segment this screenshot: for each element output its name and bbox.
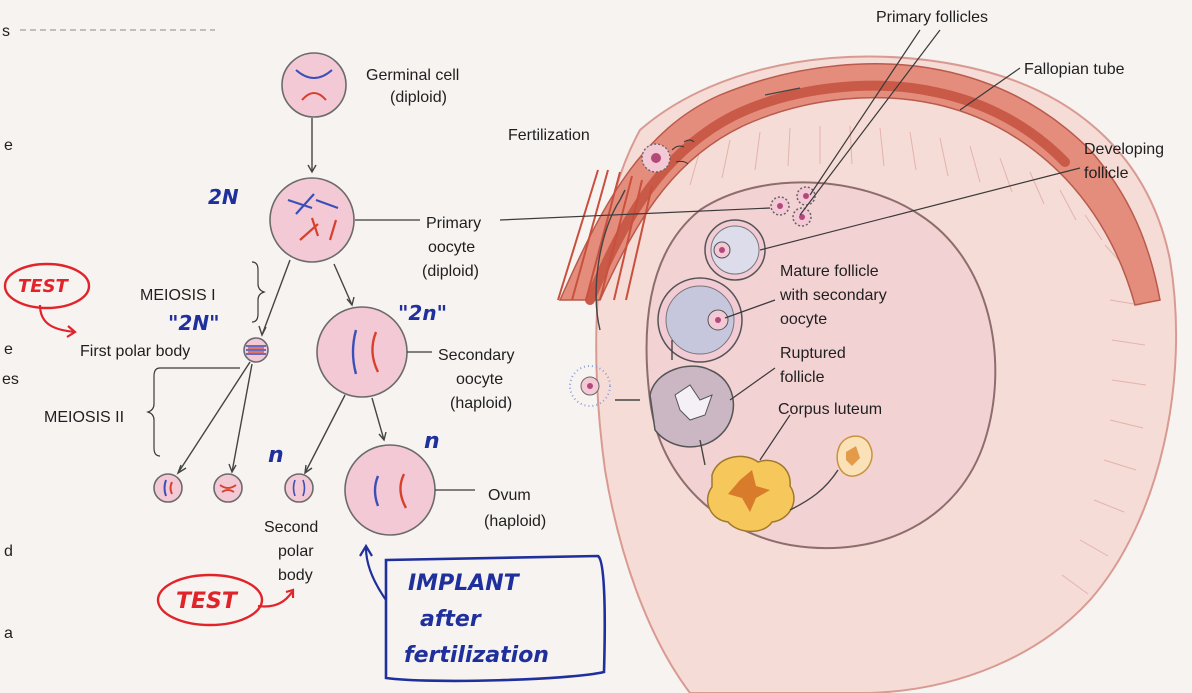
label-fertilization: Fertilization [508,127,590,144]
margin-fragment-2: e [4,137,13,154]
annotation-n-2: n [424,429,440,454]
meiosis-ii-brace [148,368,160,456]
annotation-2n-quoted: "2N" [168,311,220,335]
label-mature-follicle: Mature follicle [780,263,879,280]
annotation-implant: IMPLANT [408,571,521,596]
annotation-2n: 2N [208,185,239,209]
label-mature-follicle-3: oocyte [780,311,827,328]
label-meiosis-ii: MEIOSIS II [44,409,124,426]
margin-fragment-6: a [4,625,13,642]
label-primary-oocyte-2: oocyte [428,239,475,256]
annotation-2n-lower: "2n" [398,301,447,325]
label-second-polar-body-3: body [278,567,313,584]
label-meiosis-i: MEIOSIS I [140,287,216,304]
label-corpus-luteum: Corpus luteum [778,401,882,418]
label-ovum: Ovum [488,487,531,504]
margin-fragment-1: s [2,23,10,40]
secondary-oocyte [317,307,407,397]
label-secondary-oocyte-2: oocyte [456,371,503,388]
label-ruptured-follicle: Ruptured [780,345,846,362]
annotation-test-2: TEST [176,589,239,614]
margin-fragment-5: d [4,543,13,560]
mature-follicle [658,278,742,362]
label-second-polar-body-2: polar [278,543,314,560]
label-ovum-haploid: (haploid) [484,513,546,530]
label-primary-oocyte: Primary [426,215,481,232]
label-primary-follicles: Primary follicles [876,9,988,26]
corpus-luteum [708,456,794,531]
label-developing-follicle-2: follicle [1084,165,1129,182]
label-germinal-cell-diploid: (diploid) [390,89,447,106]
margin-fragment-3: e [4,341,13,358]
annotation-n-1: n [268,443,284,468]
annotation-test-1: TEST [18,276,70,297]
label-ruptured-follicle-2: follicle [780,369,825,386]
ovary-body [647,182,996,548]
label-developing-follicle: Developing [1084,141,1164,158]
meiosis-i-brace [252,262,264,322]
annotation-fertilization: fertilization [404,643,549,668]
meiosis-ii-bracket [160,368,240,468]
meiosis-ii-polar-bodies [154,474,242,502]
germinal-cell [282,53,346,117]
label-germinal-cell: Germinal cell [366,67,459,84]
developing-follicle [705,220,765,280]
label-primary-oocyte-diploid: (diploid) [422,263,479,280]
annotation-after: after [420,607,482,632]
label-first-polar-body: First polar body [80,343,190,360]
first-polar-body [244,338,268,362]
label-mature-follicle-2: with secondary [779,287,887,304]
label-secondary-oocyte: Secondary [438,347,515,364]
margin-fragment-4: es [2,371,19,388]
label-fallopian-tube: Fallopian tube [1024,61,1125,78]
implant-arrow [360,546,386,600]
ovum [345,445,435,535]
label-secondary-oocyte-haploid: (haploid) [450,395,512,412]
ruptured-follicle [650,366,733,447]
second-polar-body [285,474,313,502]
primary-oocyte [270,178,354,262]
test-arrow-1 [40,305,75,337]
label-second-polar-body: Second [264,519,318,536]
test-arrow-2 [258,590,293,606]
